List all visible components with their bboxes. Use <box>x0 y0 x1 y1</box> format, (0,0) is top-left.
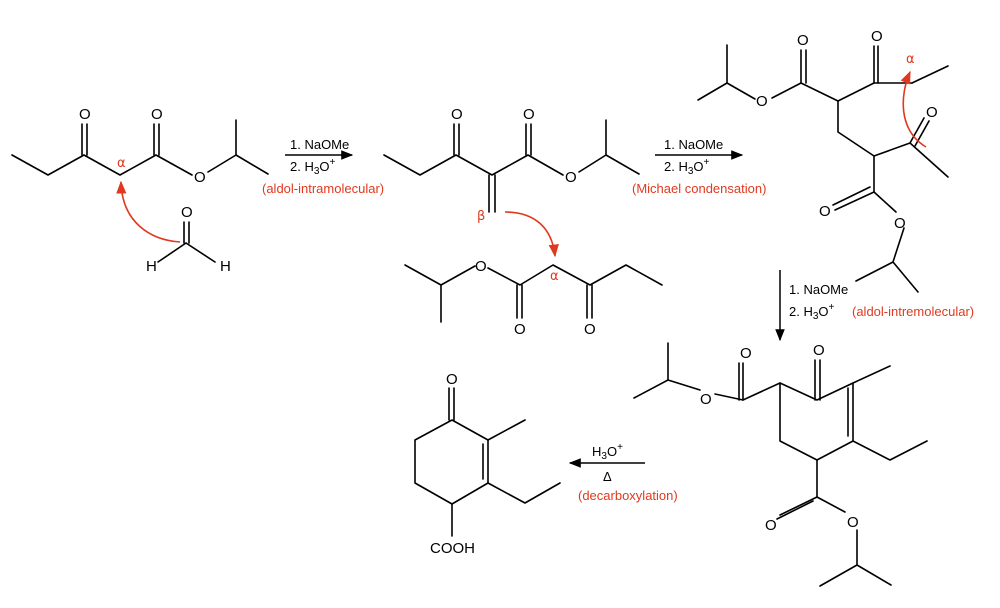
alpha-label: α <box>550 269 559 284</box>
molecule-ketoester-1: O O O α <box>11 106 269 186</box>
oxygen-label: O <box>584 321 596 338</box>
hydrogen-label: H <box>146 258 157 275</box>
reaction-step-4: H3O+ Δ (decarboxylation) <box>568 442 678 503</box>
step-name: (aldol-intremolecular) <box>852 304 974 319</box>
molecule-cyclohexenone-diester: O O O O O <box>633 342 928 587</box>
oxygen-label: O <box>700 391 712 408</box>
molecule-formaldehyde: O H H <box>146 204 231 275</box>
reagent-line-1: 1. NaOMe <box>664 137 723 152</box>
reagent-line-1: H3O+ <box>592 442 623 462</box>
oxygen-label: O <box>871 28 883 45</box>
oxygen-label: O <box>194 169 206 186</box>
reagent-line-2: 2. H3O+ <box>290 157 336 177</box>
carboxylic-acid-label: COOH <box>430 540 475 557</box>
oxygen-label: O <box>740 345 752 362</box>
curved-arrow <box>900 70 927 148</box>
reaction-step-2: 1. NaOMe 2. H3O+ (Michael condensation) <box>632 137 766 196</box>
reagent-line-2: Δ <box>603 469 612 484</box>
oxygen-label: O <box>446 371 458 388</box>
oxygen-label: O <box>151 106 163 123</box>
step-name: (decarboxylation) <box>578 488 678 503</box>
alpha-label: α <box>117 156 126 171</box>
reaction-step-3: 1. NaOMe 2. H3O+ (aldol-intremolecular) <box>775 270 974 342</box>
oxygen-label: O <box>181 204 193 221</box>
oxygen-label: O <box>475 258 487 275</box>
hydrogen-label: H <box>220 258 231 275</box>
molecule-michael-adduct: O O O O O O α <box>697 28 949 293</box>
oxygen-label: O <box>514 321 526 338</box>
oxygen-label: O <box>926 104 938 121</box>
alpha-label: α <box>906 52 915 67</box>
oxygen-label: O <box>813 342 825 359</box>
step-name: (Michael condensation) <box>632 181 766 196</box>
reagent-line-2: 2. H3O+ <box>664 157 710 177</box>
beta-label: β <box>477 209 485 224</box>
curved-arrow <box>116 180 181 243</box>
oxygen-label: O <box>765 517 777 534</box>
reagent-line-1: 1. NaOMe <box>290 137 349 152</box>
molecule-enone: O O O β <box>383 106 640 224</box>
molecule-ketoester-2: O O O α <box>404 258 663 338</box>
reaction-step-1: 1. NaOMe 2. H3O+ (aldol-intramolecular) <box>262 137 384 196</box>
oxygen-label: O <box>894 215 906 232</box>
oxygen-label: O <box>797 32 809 49</box>
reagent-line-2: 2. H3O+ <box>789 302 835 322</box>
reagent-line-1: 1. NaOMe <box>789 282 848 297</box>
molecule-product-acid: O COOH <box>414 371 561 557</box>
oxygen-label: O <box>847 514 859 531</box>
curved-arrow <box>504 211 559 258</box>
oxygen-label: O <box>819 203 831 220</box>
oxygen-label: O <box>79 106 91 123</box>
oxygen-label: O <box>565 169 577 186</box>
oxygen-label: O <box>451 106 463 123</box>
oxygen-label: O <box>523 106 535 123</box>
oxygen-label: O <box>756 93 768 110</box>
step-name: (aldol-intramolecular) <box>262 181 384 196</box>
